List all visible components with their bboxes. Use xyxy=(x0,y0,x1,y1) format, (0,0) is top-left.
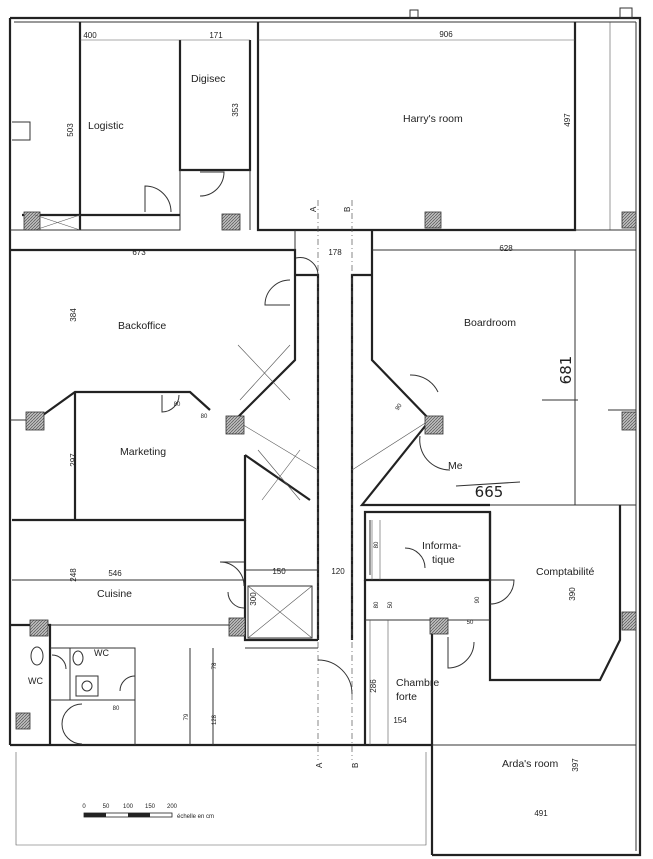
dim-384: 384 xyxy=(69,308,78,322)
section-a-top: A xyxy=(309,206,318,212)
dim-79: 79 xyxy=(184,713,190,720)
scale-tick-0: 0 xyxy=(82,804,86,810)
dim-150: 150 xyxy=(272,567,286,576)
dim-353: 353 xyxy=(231,103,240,117)
room-informatique-line2: tique xyxy=(432,554,455,566)
dim-178: 178 xyxy=(328,248,342,257)
scale-caption: échelle en cm xyxy=(177,814,214,820)
corridor-walls xyxy=(234,200,431,760)
dim-50-corner: 50 xyxy=(467,620,474,626)
dim-628: 628 xyxy=(499,244,513,253)
dim-80-informatique: 80 xyxy=(374,541,380,548)
dim-248: 248 xyxy=(69,568,78,582)
dim-78: 78 xyxy=(212,662,218,669)
handwritten-665: 665 xyxy=(475,483,504,501)
room-labels: Logistic Digisec Harry's room Backoffice… xyxy=(28,73,595,770)
section-a-bottom: A xyxy=(315,762,324,768)
dim-90-boardroom: 90 xyxy=(395,402,404,411)
dimension-labels: 400 171 906 503 353 497 673 178 628 384 … xyxy=(66,30,580,818)
room-ardas: Arda's room xyxy=(502,758,559,770)
dim-390: 390 xyxy=(568,587,577,601)
dim-171: 171 xyxy=(209,31,223,40)
dim-300: 300 xyxy=(249,592,258,606)
pillars xyxy=(15,211,637,730)
room-comptabilite: Comptabilité xyxy=(536,566,595,578)
room-harrys: Harry's room xyxy=(403,113,463,125)
dim-80-marketing: 80 xyxy=(174,402,181,408)
section-b-bottom: B xyxy=(351,763,360,768)
dim-400: 400 xyxy=(83,31,97,40)
room-logistic: Logistic xyxy=(88,120,124,132)
room-wc-right: WC xyxy=(94,648,109,658)
room-informatique-line1: Informa- xyxy=(422,540,462,552)
room-me: Me xyxy=(448,460,463,472)
dim-497: 497 xyxy=(563,113,572,127)
outer-walls xyxy=(8,7,642,857)
handwritten-681: 681 xyxy=(557,356,575,385)
dim-503: 503 xyxy=(66,123,75,137)
dim-491: 491 xyxy=(534,809,548,818)
dim-154: 154 xyxy=(393,716,407,725)
dim-546: 546 xyxy=(108,569,122,578)
dim-80-marketing-door: 80 xyxy=(201,414,208,420)
middle-walls xyxy=(10,230,636,522)
room-cuisine: Cuisine xyxy=(97,588,132,600)
room-backoffice: Backoffice xyxy=(118,320,166,332)
room-marketing: Marketing xyxy=(120,446,166,458)
section-b-top: B xyxy=(343,207,352,212)
dim-80-wc: 80 xyxy=(113,706,120,712)
lower-walls xyxy=(10,505,636,746)
scale-tick-200: 200 xyxy=(167,804,178,810)
room-chambre-forte-line1: Chambre xyxy=(396,677,439,689)
dim-120: 120 xyxy=(331,567,345,576)
scale-tick-100: 100 xyxy=(123,804,134,810)
scale-bar: 0 50 100 150 200 échelle en cm xyxy=(82,804,214,820)
dim-128: 128 xyxy=(212,714,218,725)
room-wc-left: WC xyxy=(28,676,43,686)
scale-tick-150: 150 xyxy=(145,804,156,810)
section-marks: A B A B xyxy=(309,206,360,768)
dim-297: 297 xyxy=(69,453,78,467)
dim-906: 906 xyxy=(439,30,453,39)
dim-673: 673 xyxy=(132,248,146,257)
fixtures xyxy=(30,214,389,745)
scale-tick-50: 50 xyxy=(103,804,110,810)
dim-286: 286 xyxy=(369,679,378,693)
top-row-walls xyxy=(10,22,636,232)
handwritten-annotations: 681 665 xyxy=(455,356,578,501)
dim-50-chambre: 50 xyxy=(388,601,394,608)
room-chambre-forte-line2: forte xyxy=(396,691,417,703)
room-digisec: Digisec xyxy=(191,73,225,85)
room-boardroom: Boardroom xyxy=(464,317,516,329)
dim-90-informatique: 90 xyxy=(475,596,481,603)
doors xyxy=(51,171,515,745)
dim-80-chambre: 80 xyxy=(374,601,380,608)
dim-397: 397 xyxy=(571,758,580,772)
